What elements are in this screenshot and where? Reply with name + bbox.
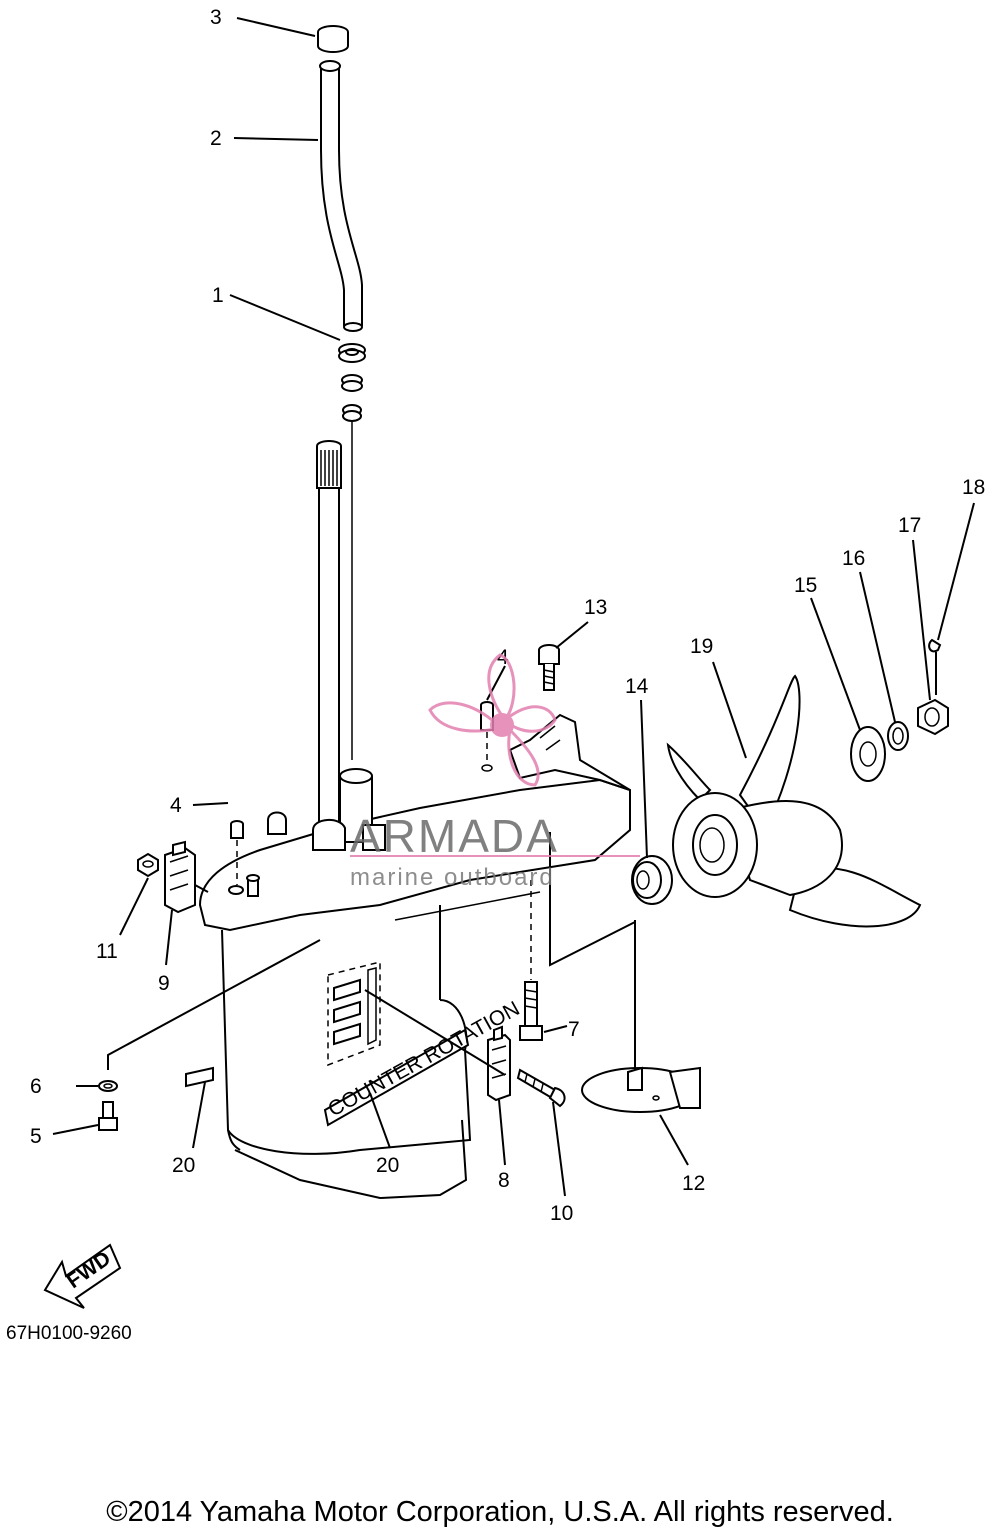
callout-14: 14 — [625, 675, 649, 698]
callout-8: 8 — [498, 1169, 510, 1192]
callout-3: 3 — [210, 6, 222, 29]
part-2-water-tube — [319, 60, 363, 332]
part-5-bolt — [98, 1101, 118, 1131]
callout-18: 18 — [962, 476, 985, 499]
fwd-arrow-icon: FWD — [43, 1243, 122, 1309]
callout-1: 1 — [212, 284, 224, 307]
part-1-seal — [338, 343, 366, 760]
part-17-nut — [917, 698, 949, 736]
drawing-code: 67H0100-9260 — [6, 1323, 132, 1344]
part-15-spacer — [850, 726, 886, 782]
anode-recess — [327, 961, 381, 1067]
part-11-nut — [137, 852, 159, 878]
part-16-washer — [887, 721, 909, 751]
part-13-bolt — [538, 644, 560, 691]
callout-20a: 20 — [172, 1154, 195, 1177]
drive-shaft — [316, 440, 342, 830]
callout-15: 15 — [794, 574, 817, 597]
callout-17: 17 — [898, 514, 921, 537]
callout-16: 16 — [842, 547, 865, 570]
part-3-grommet — [317, 25, 349, 53]
part-14-thrust-washer — [631, 855, 673, 905]
leader-6-5 — [107, 939, 321, 1070]
leader-8-panel — [364, 989, 506, 1076]
callout-19: 19 — [690, 635, 713, 658]
callout-7: 7 — [568, 1018, 580, 1041]
part-4-dowel-pin — [230, 701, 494, 885]
callout-10: 10 — [550, 1202, 573, 1225]
callout-5: 5 — [30, 1125, 42, 1148]
callout-9: 9 — [158, 972, 170, 995]
callout-2: 2 — [210, 127, 222, 150]
part-18-cotter-pin — [928, 638, 942, 695]
callout-4a: 4 — [170, 794, 182, 817]
armada-watermark: ARMADA marine outboard — [350, 653, 640, 891]
callout-numbers: 3 2 1 4 4 5 6 7 8 9 10 11 12 13 14 15 16… — [30, 6, 985, 1225]
callout-20b: 20 — [376, 1154, 399, 1177]
leader-14-panel — [549, 832, 636, 967]
callout-12: 12 — [682, 1172, 705, 1195]
part-8-anode — [487, 1025, 511, 1102]
armada-propeller-logo-icon — [428, 653, 557, 787]
part-6-washer — [98, 1080, 118, 1092]
callout-6: 6 — [30, 1075, 42, 1098]
part-19-propeller — [666, 674, 922, 928]
watermark-brand: ARMADA — [350, 810, 559, 862]
part-10-screw — [516, 1068, 566, 1108]
part-9-anode-left — [164, 840, 209, 914]
part-7-bolt — [519, 880, 543, 1041]
copyright-notice: ©2014 Yamaha Motor Corporation, U.S.A. A… — [106, 1496, 894, 1528]
part-12-trim-tab — [581, 920, 701, 1113]
leader-lines — [52, 17, 975, 1197]
callout-13: 13 — [584, 596, 607, 619]
watermark-tagline: marine outboard — [350, 864, 555, 891]
callout-11: 11 — [96, 940, 118, 963]
